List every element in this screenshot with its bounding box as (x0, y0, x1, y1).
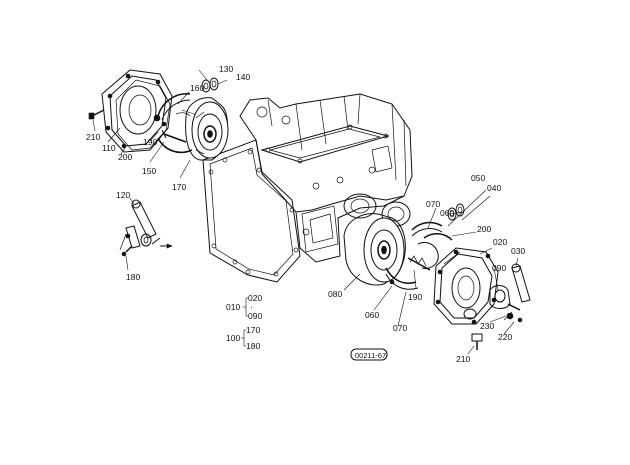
callout-200-left: 200 (118, 152, 132, 162)
callout-120: 120 (116, 190, 130, 200)
callout-070-lower: 070 (393, 323, 407, 333)
brake-lever-left (119, 199, 173, 257)
seal-rings-040-050 (447, 189, 491, 227)
brake-cover-left (101, 69, 173, 153)
callout-040: 040 (487, 183, 501, 193)
callout-110: 110 (102, 143, 116, 153)
brake-lever-right (489, 263, 531, 323)
callout-210-right: 210 (456, 354, 470, 364)
kit-010-child-020: 020 (248, 293, 262, 303)
callout-130: 130 (219, 64, 233, 74)
callout-220: 220 (498, 332, 512, 342)
callout-190-right: 190 (408, 292, 422, 302)
brake-shoes-lower-right (385, 241, 439, 290)
brake-drum-080 (343, 213, 406, 286)
brake-shoes-upper-right (411, 221, 453, 241)
callout-020: 020 (493, 237, 507, 247)
callout-090: 090 (492, 263, 506, 273)
callout-060-upper: 060 (440, 208, 454, 218)
brake-shoes-upper (153, 93, 201, 154)
callout-080: 080 (328, 289, 342, 299)
figure-code: 00211-67 (355, 351, 386, 360)
callout-190-left: 190 (143, 137, 157, 147)
callout-140: 140 (236, 72, 250, 82)
bolt-210-right (471, 333, 483, 350)
callout-050: 050 (471, 173, 485, 183)
callout-210-left: 210 (86, 132, 100, 142)
kit-100-child-170: 170 (246, 325, 260, 335)
kit-group-010: 010 020 090 · (226, 293, 262, 321)
callout-labels: 130 140 160 210 110 200 190 150 170 120 … (86, 64, 525, 364)
brake-cover-right (433, 247, 499, 325)
kit-010-child-090: 090 (248, 311, 262, 321)
callout-030: 030 (511, 246, 525, 256)
bolt-210-left (88, 109, 105, 120)
leader-lines (92, 69, 519, 355)
callout-200-right: 200 (477, 224, 491, 234)
callout-150: 150 (142, 166, 156, 176)
kit-010-parent: 010 (226, 302, 240, 312)
seal-rings-130-140 (201, 77, 219, 93)
cam-shaft-150 (161, 129, 187, 143)
callout-160: 160 (190, 83, 204, 93)
kit-100-parent: 100 (226, 333, 240, 343)
callout-060-lower: 060 (365, 310, 379, 320)
brake-drum-170 (185, 97, 229, 161)
callout-070-upper: 070 (426, 199, 440, 209)
callout-180-left: 180 (126, 272, 140, 282)
kit-100-child-180: 180 (246, 341, 260, 351)
kit-group-100: 100 170 180 (226, 325, 260, 351)
callout-230: 230 (480, 321, 494, 331)
callout-170: 170 (172, 182, 186, 192)
figure-code-badge: 00211-67 (350, 348, 388, 361)
transmission-housing (202, 93, 413, 283)
kit-010-dot: · (250, 302, 253, 312)
